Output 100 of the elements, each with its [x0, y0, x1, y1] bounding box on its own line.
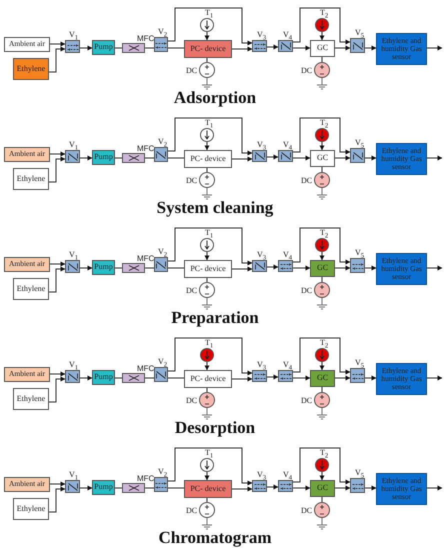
- flow-line: [48, 376, 66, 402]
- flow-line: [206, 278, 208, 282]
- node-label: PC- device: [189, 154, 227, 164]
- flow-line: [50, 152, 66, 156]
- node-label: Pump: [93, 483, 114, 492]
- component-label: V$_{4}$: [283, 251, 292, 262]
- node-label: Pump: [93, 263, 114, 272]
- component-label: V$_{2}$: [158, 468, 168, 480]
- component-label: V$_{5}$: [355, 469, 364, 480]
- flow-line: [204, 252, 210, 260]
- component-label: T$_{1}$: [205, 9, 214, 20]
- component-label: V$_{5}$: [355, 139, 364, 150]
- flow-line: [364, 266, 376, 270]
- process-box: [310, 40, 335, 57]
- node-label: GC: [316, 154, 330, 163]
- flow-line: [168, 338, 252, 376]
- component-label: DC: [301, 397, 312, 405]
- flow-line: [292, 156, 310, 160]
- node-label: GC: [316, 374, 330, 383]
- flow-line: [292, 8, 350, 44]
- flow-line: [232, 486, 252, 492]
- component-label: V$_{2}$: [158, 28, 168, 40]
- process-box: [4, 367, 50, 382]
- component-label: V$_{3}$: [257, 251, 266, 262]
- flow-line: [168, 8, 252, 46]
- flow-line: [292, 338, 350, 374]
- node-label: Ethylene: [16, 174, 46, 184]
- flow-line: [232, 266, 252, 272]
- process-box: [184, 370, 232, 388]
- process-box: [184, 150, 232, 168]
- component-label: V$_{1}$: [69, 471, 78, 482]
- component-label: V$_{2}$: [158, 138, 168, 150]
- pump-box: [92, 150, 115, 165]
- node-label: PC- device: [189, 374, 227, 384]
- flow-line: [80, 46, 92, 50]
- process-box: [4, 147, 50, 162]
- flow-line: [50, 482, 66, 486]
- component-label: MFC: [137, 145, 154, 153]
- flow-line: [266, 374, 278, 380]
- process-box: [184, 40, 232, 58]
- process-box: [310, 260, 335, 277]
- flow-line: [50, 262, 66, 266]
- component-label: DC: [301, 287, 312, 295]
- flow-line: [80, 266, 92, 270]
- component-label: V$_{5}$: [355, 359, 364, 370]
- component-label: V$_{5}$: [355, 249, 364, 260]
- component-label: V$_{4}$: [283, 141, 292, 152]
- flow-line: [426, 486, 442, 490]
- process-box: [13, 58, 49, 80]
- process-box: [310, 480, 335, 497]
- component-label: MFC: [137, 365, 154, 373]
- component-label: V$_{3}$: [257, 31, 266, 42]
- flow-line: [426, 46, 442, 50]
- flow-line: [80, 486, 92, 490]
- flow-line: [292, 118, 350, 154]
- component-label: MFC: [137, 475, 154, 483]
- component-label: V$_{3}$: [257, 141, 266, 152]
- component-label: MFC: [137, 255, 154, 263]
- flow-line: [232, 46, 252, 52]
- flow-line: [80, 376, 92, 380]
- node-label: Pump: [93, 373, 114, 382]
- node-label: PC- device: [189, 44, 227, 54]
- component-label: V$_{1}$: [69, 31, 78, 42]
- flow-line: [334, 486, 350, 490]
- process-box: [184, 260, 232, 278]
- flow-line: [426, 266, 442, 270]
- flow-line: [204, 32, 210, 40]
- flow-line: [364, 156, 376, 160]
- component-label: V$_{3}$: [257, 361, 266, 372]
- flow-line: [266, 154, 278, 160]
- flow-line: [232, 156, 252, 162]
- component-label: DC: [301, 67, 312, 75]
- flow-line: [292, 46, 310, 50]
- panel-title: System cleaning: [156, 198, 274, 217]
- component-label: V$_{5}$: [355, 29, 364, 40]
- panel-title: Preparation: [171, 308, 259, 327]
- component-label: V$_{4}$: [283, 361, 292, 372]
- flow-line: [206, 58, 208, 62]
- process-box: [13, 388, 49, 410]
- flow-line: [334, 376, 350, 380]
- component-label: DC: [186, 287, 198, 295]
- node-label: Ethylene: [16, 394, 46, 404]
- component-label: DC: [186, 397, 198, 405]
- process-box: [4, 477, 50, 492]
- flow-line: [292, 448, 350, 484]
- flow-line: [206, 388, 208, 392]
- flow-line: [50, 42, 66, 46]
- flow-line: [266, 484, 278, 490]
- component-label: T$_{1}$: [205, 229, 214, 240]
- component-label: V$_{2}$: [158, 358, 168, 370]
- flow-line: [168, 448, 252, 486]
- flow-line: [266, 264, 278, 270]
- flow-line: [204, 362, 210, 370]
- component-label: T$_{2}$: [320, 449, 328, 460]
- flow-line: [320, 32, 324, 40]
- component-label: V$_{1}$: [69, 361, 78, 372]
- flow-line: [320, 252, 324, 260]
- component-label: V$_{4}$: [283, 31, 292, 42]
- process-box: [310, 150, 335, 167]
- process-box: [4, 37, 50, 52]
